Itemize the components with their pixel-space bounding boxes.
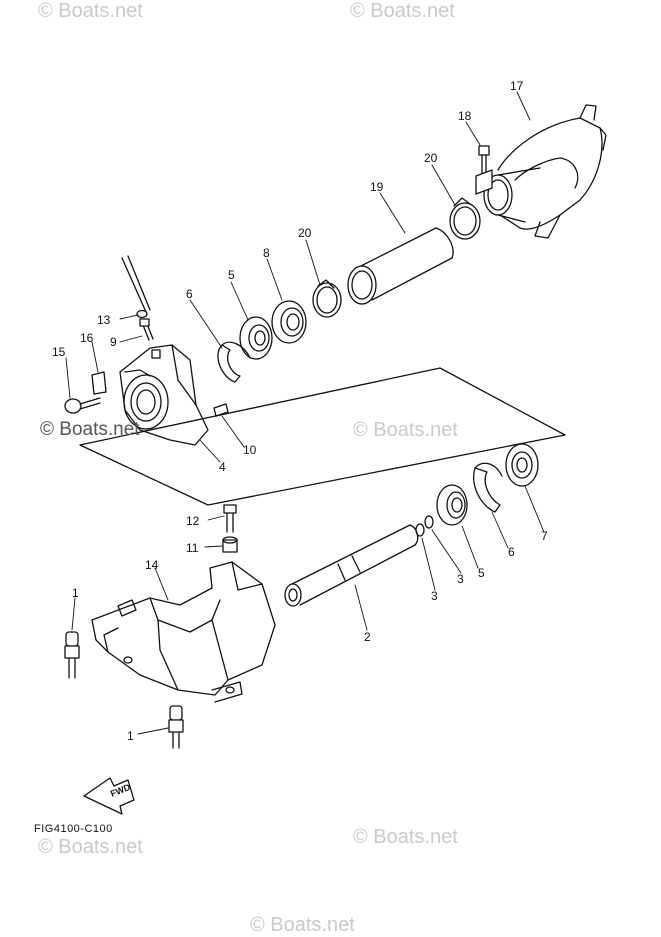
callout-5-lower: 5 (478, 566, 485, 580)
watermark: © Boats.net (353, 826, 458, 848)
callout-20-lower: 20 (298, 226, 312, 240)
callout-6-lower: 6 (508, 545, 515, 559)
callout-14: 14 (145, 558, 159, 572)
part-5-bearing-lower (436, 484, 468, 526)
callout-4: 4 (219, 460, 226, 474)
part-1-bolt-lower (168, 705, 184, 749)
part-9-bolt (139, 318, 154, 341)
callout-18: 18 (458, 109, 472, 123)
callout-5-upper: 5 (228, 268, 235, 282)
watermark: © Boats.net (38, 0, 143, 22)
part-6-circlip-upper (217, 341, 251, 383)
callout-16: 16 (80, 331, 94, 345)
part-3-ring (415, 515, 434, 537)
callout-12: 12 (186, 514, 200, 528)
fwd-arrow-icon: FWD (83, 777, 135, 815)
watermark: © Boats.net (350, 0, 455, 22)
part-20-clamp-upper (449, 197, 481, 240)
callout-6-upper: 6 (186, 287, 193, 301)
parts-diagram: FWD 1 1 2 3 3 4 5 5 6 6 7 8 9 10 11 12 1… (34, 0, 607, 936)
part-5-bearing-upper (239, 316, 273, 360)
watermark: © Boats.net (40, 419, 140, 440)
watermark: © Boats.net (353, 419, 458, 441)
part-16-plate (91, 371, 107, 395)
callout-3a: 3 (431, 589, 438, 603)
part-1-bolt-upper (64, 631, 80, 679)
assembly-outline (79, 367, 566, 506)
callout-11: 11 (186, 541, 199, 555)
callout-13: 13 (97, 313, 111, 327)
callout-7: 7 (541, 529, 548, 543)
callout-1a: 1 (72, 586, 79, 600)
figure-code: FIG4100-C100 (34, 823, 113, 835)
part-2-shaft (284, 524, 419, 607)
callout-8: 8 (263, 246, 270, 260)
callout-numbers: 1 1 2 3 3 4 5 5 6 6 7 8 9 10 11 12 13 14… (52, 79, 548, 743)
part-12-bolt (223, 504, 237, 533)
part-11-collar (222, 536, 238, 553)
part-7-bearing (505, 443, 539, 487)
callout-17: 17 (510, 79, 524, 93)
steering-cable (121, 255, 151, 313)
callout-9: 9 (110, 335, 117, 349)
callout-2: 2 (364, 630, 371, 644)
part-17-nozzle (483, 104, 607, 239)
part-6-circlip-lower (473, 462, 503, 513)
part-15-bolt (64, 397, 101, 414)
part-14-bracket (91, 561, 276, 703)
part-18-bolt (475, 145, 493, 195)
callout-19: 19 (370, 180, 384, 194)
part-19-hose (347, 227, 454, 305)
exploded-view-drawing: FWD 1 1 2 3 3 4 5 5 6 6 7 8 9 10 11 12 1… (52, 79, 607, 815)
part-20-clamp-lower (312, 279, 342, 318)
watermark: © Boats.net (250, 914, 355, 936)
part-8-bearing (271, 300, 307, 344)
callout-3b: 3 (457, 572, 464, 586)
callout-1b: 1 (127, 729, 134, 743)
leader-lines (65, 91, 545, 735)
callout-15: 15 (52, 345, 66, 359)
callout-10: 10 (243, 443, 257, 457)
watermark: © Boats.net (38, 836, 143, 858)
part-10-pin (213, 403, 229, 417)
callout-20-upper: 20 (424, 151, 438, 165)
part-4-housing (119, 344, 209, 446)
part-13-nut (136, 309, 148, 319)
